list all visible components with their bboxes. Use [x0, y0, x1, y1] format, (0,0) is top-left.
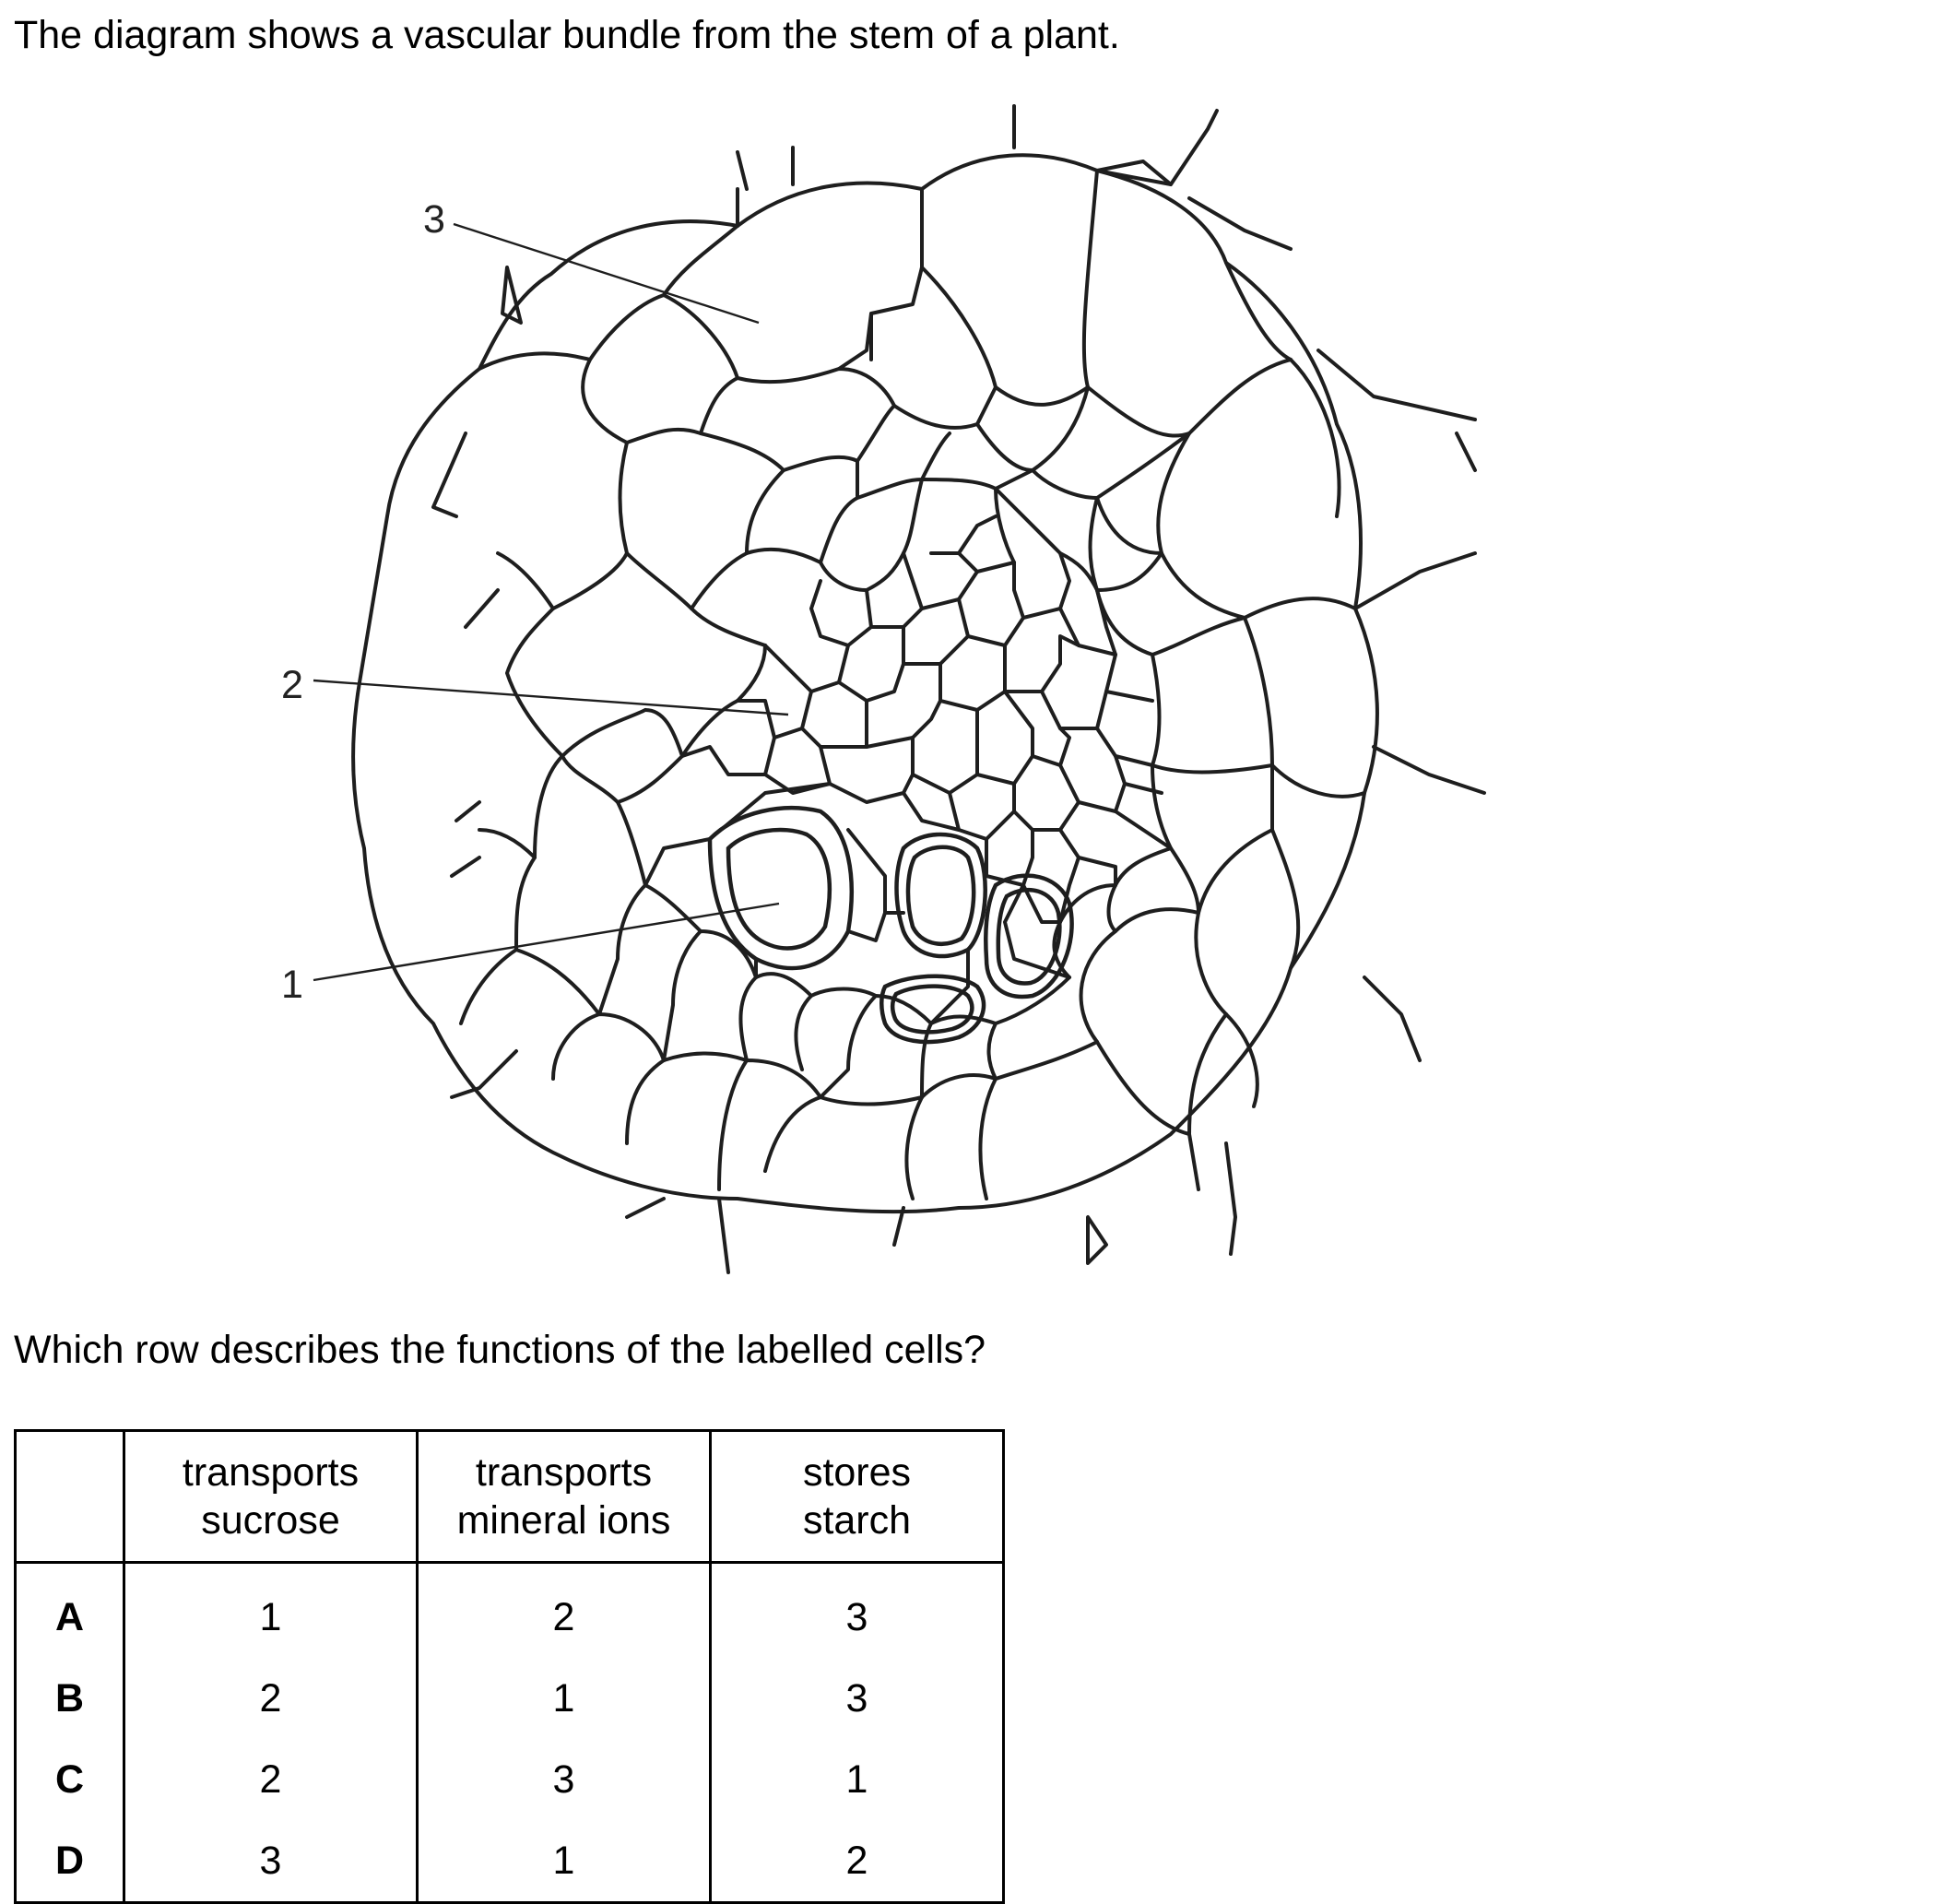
table-cell: 3	[709, 1658, 1005, 1739]
answer-table: transports sucrose transports mineral io…	[14, 1429, 1005, 1904]
table-cell: 2	[709, 1820, 1005, 1904]
header-stores-starch: stores starch	[709, 1429, 1005, 1564]
table-cell: 1	[416, 1658, 712, 1739]
table-row-b[interactable]: B 2 1 3	[14, 1658, 1005, 1739]
table-cell: 1	[123, 1562, 419, 1658]
table-cell: 1	[416, 1820, 712, 1904]
outer-boundary	[351, 153, 1379, 1214]
cell-walls	[351, 104, 1486, 1274]
option-letter: A	[14, 1562, 125, 1658]
vascular-bundle-diagram: 3 2 1	[281, 104, 1486, 1274]
label-1: 1	[281, 963, 303, 1007]
intro-text: The diagram shows a vascular bundle from…	[14, 13, 1120, 57]
table-cell: 3	[123, 1820, 419, 1904]
label-2-leader	[313, 679, 789, 716]
table-header-row: transports sucrose transports mineral io…	[14, 1429, 1005, 1564]
label-3-leader	[453, 222, 760, 325]
option-letter: C	[14, 1739, 125, 1820]
table-row-a[interactable]: A 1 2 3	[14, 1562, 1005, 1658]
label-1-leader	[313, 902, 780, 982]
table-cell: 2	[123, 1658, 419, 1739]
header-transports-mineral-ions: transports mineral ions	[416, 1429, 712, 1564]
xylem-vessel-small-bottom	[879, 974, 986, 1045]
table-cell: 2	[416, 1562, 712, 1658]
label-2: 2	[281, 663, 303, 707]
table-cell: 1	[709, 1739, 1005, 1820]
header-transports-sucrose: transports sucrose	[123, 1429, 419, 1564]
question-text: Which row describes the functions of the…	[14, 1328, 986, 1372]
label-3: 3	[423, 197, 445, 242]
table-cell: 3	[709, 1562, 1005, 1658]
table-row-c[interactable]: C 2 3 1	[14, 1739, 1005, 1820]
option-letter: D	[14, 1820, 125, 1904]
table-cell: 2	[123, 1739, 419, 1820]
header-empty	[14, 1429, 125, 1564]
label-leaders	[313, 222, 789, 982]
option-letter: B	[14, 1658, 125, 1739]
xylem-vessel-small-right	[984, 873, 1074, 999]
table-row-d[interactable]: D 3 1 2	[14, 1820, 1005, 1904]
table-cell: 3	[416, 1739, 712, 1820]
